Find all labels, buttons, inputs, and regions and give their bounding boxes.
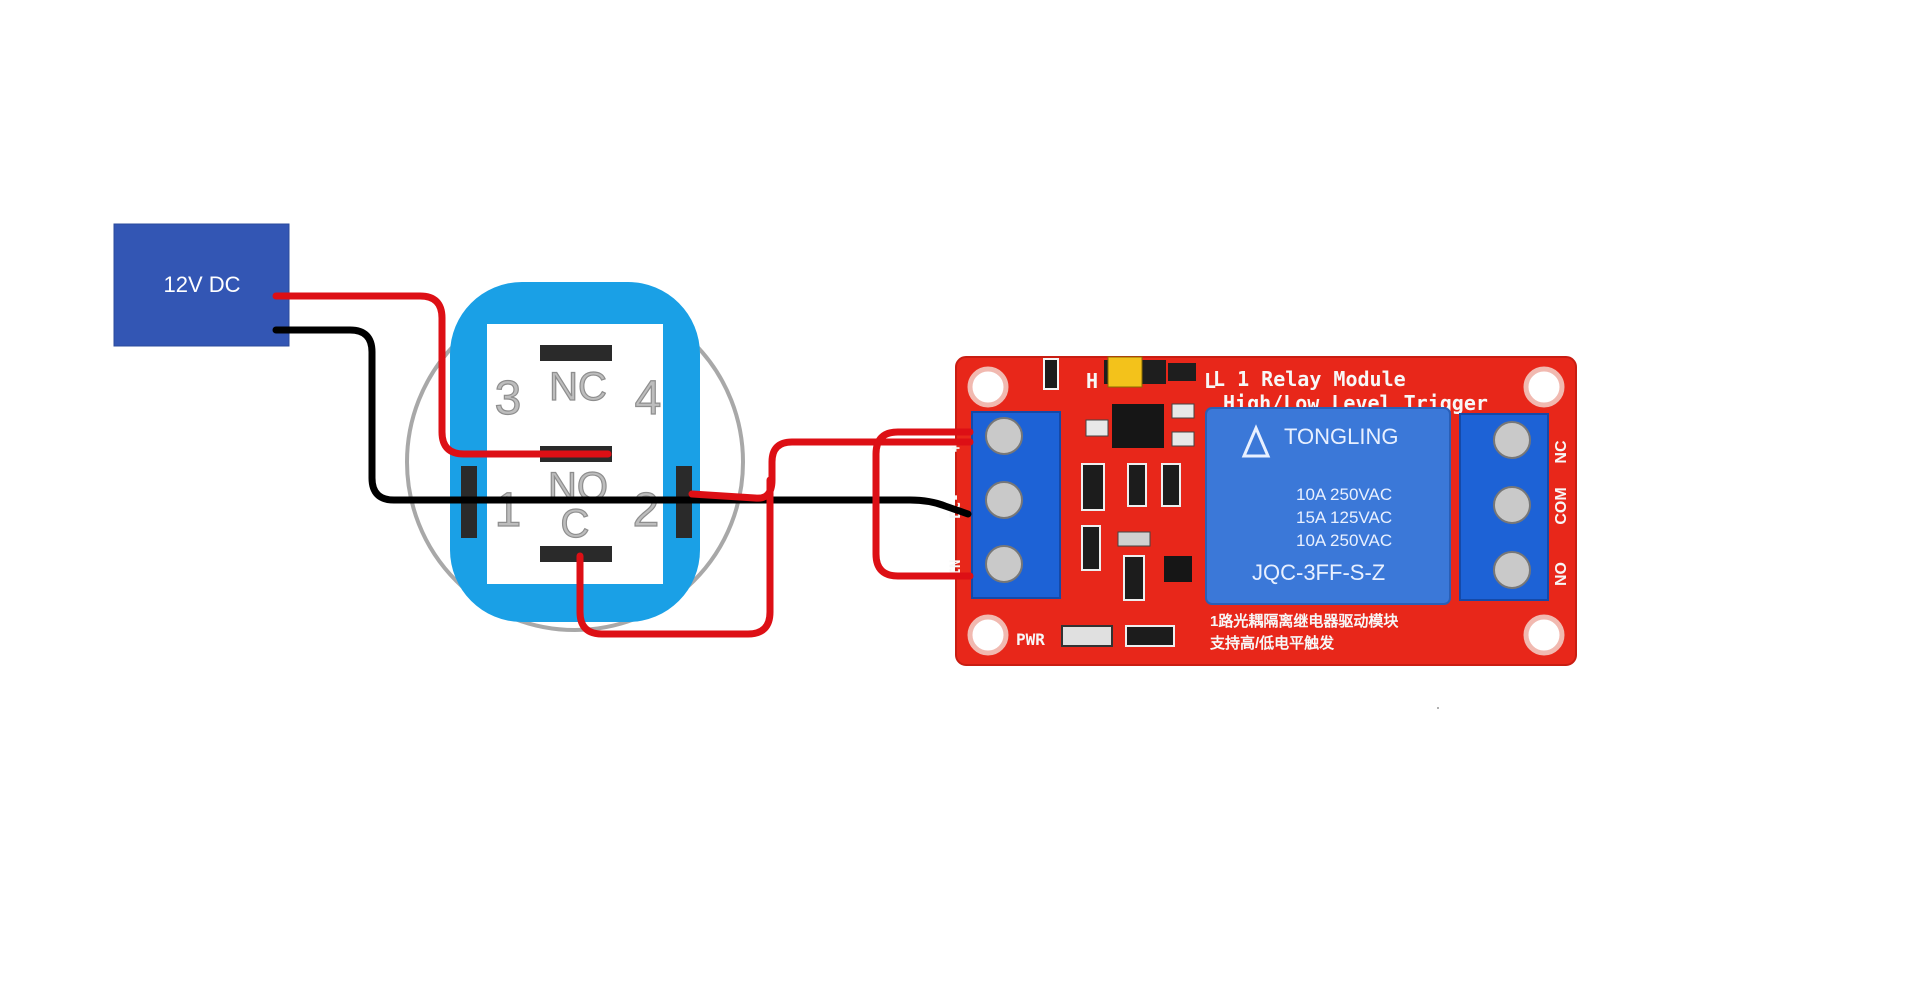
contact-nc-bar [540,345,612,361]
output-terminal-block: NC COM NO [1459,413,1570,601]
jumper-pin [1168,363,1196,381]
relay-cn-line1: 1路光耦隔离继电器驱动模块 [1210,612,1399,630]
relay-rating-3: 10A 250VAC [1296,531,1392,550]
input-terminal-block: + DC- IN [948,411,1061,599]
pwr-led [1061,625,1113,647]
screw-icon [1493,421,1531,459]
smd-capacitor [1171,431,1195,447]
screw-icon [1493,486,1531,524]
contact-label-c: C [561,502,590,546]
smd-resistor [1161,463,1181,507]
contact-c-bar [540,546,612,562]
pin-number-3: 3 [495,372,522,425]
relay-cn-line2: 支持高/低电平触发 [1209,634,1335,652]
smd-resistor [1081,525,1101,571]
mounting-hole [1523,366,1565,408]
pin-number-2: 2 [633,484,660,537]
smd-capacitor [1171,403,1195,419]
screw-icon [985,481,1023,519]
input-pin-label-plus: + [948,444,964,452]
pin-number-4: 4 [635,372,662,425]
output-pin-label-com: COM [1553,487,1570,524]
smd-resistor [1125,625,1175,647]
smd-transistor [1164,556,1192,582]
screw-icon [985,417,1023,455]
wire-pin2-to-relay-plus [688,438,974,502]
power-source: 12V DC [113,223,290,347]
relay-rating-2: 15A 125VAC [1296,508,1392,527]
stray-dot [1437,707,1439,709]
jumper-h-label: H [1086,369,1098,393]
jumper-l-label: L [1204,369,1216,393]
relay-title: L 1 Relay Module [1213,367,1406,391]
wire-power-positive [272,292,612,458]
relay-cube: TONGLING 10A 250VAC 15A 125VAC 10A 250VA… [1205,407,1451,605]
smd-led [1117,531,1151,547]
tongling-logo-icon [1241,424,1271,458]
mounting-hole [1523,614,1565,656]
wires [272,292,974,638]
wire-relay-plus-to-in [872,428,974,580]
wire-common-to-relay [576,476,774,638]
smd-capacitor [1085,419,1109,437]
relay-module: L 1 Relay Module High/Low Level Trigger … [948,356,1577,666]
pin-number-1: 1 [495,484,522,537]
mounting-hole [967,366,1009,408]
contact-label-nc: NC [549,365,607,409]
relay-rating-1: 10A 250VAC [1296,485,1392,504]
wire-power-negative [272,326,972,518]
input-pin-label-in: IN [948,560,964,577]
smd-resistor [1127,463,1147,507]
trigger-jumper [1104,356,1196,388]
screw-icon [985,545,1023,583]
output-pin-label-no: NO [1553,562,1570,586]
relay-model: JQC-3FF-S-Z [1252,560,1385,585]
mounting-hole [967,614,1009,656]
relay-brand: TONGLING [1284,424,1399,449]
pwr-label: PWR [1016,630,1045,649]
push-button-switch: 3 4 1 2 NC NO C [405,282,745,632]
smd-resistor [1081,463,1105,511]
power-source-box [113,223,290,347]
smd-diode [1123,555,1145,601]
output-pin-label-nc: NC [1553,440,1570,464]
jumper-cap [1107,356,1143,388]
power-source-label: 12V DC [163,272,240,297]
optocoupler-chip [1112,404,1164,448]
smd-resistor [1043,358,1059,390]
screw-icon [1493,551,1531,589]
